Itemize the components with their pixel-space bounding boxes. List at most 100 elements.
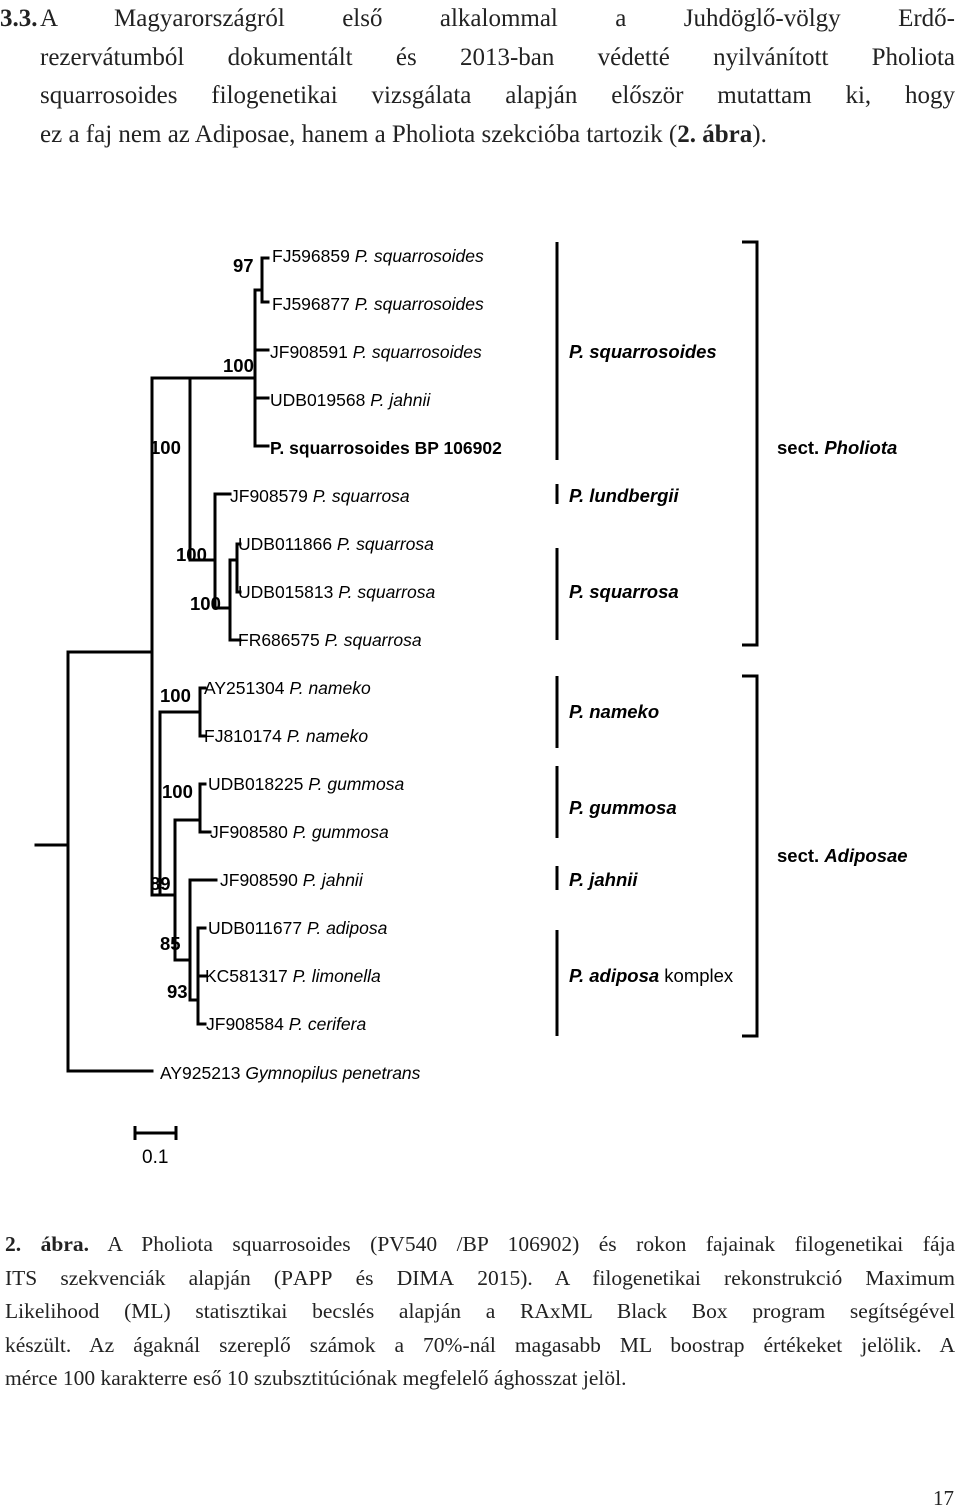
taxon-label: UDB011866 P. squarrosa xyxy=(238,534,434,554)
taxon-accession: JF908579 xyxy=(230,486,313,506)
bootstrap-value: 97 xyxy=(233,255,254,276)
bootstrap-value: 85 xyxy=(160,933,181,954)
section-label: sect. Pholiota xyxy=(777,437,897,458)
group-label: P. adiposa komplex xyxy=(569,965,734,986)
section-number: 3.3. xyxy=(0,5,38,32)
taxon-label: JF908591 P. squarrosoides xyxy=(270,342,482,362)
taxon-label: UDB018225 P. gummosa xyxy=(208,774,404,794)
taxon-accession: FJ596877 xyxy=(272,294,355,314)
taxon-species: P. squarrosa xyxy=(325,630,422,650)
taxon-species: P. gummosa xyxy=(293,822,389,842)
section-bracket-adiposae xyxy=(742,674,759,1038)
section-label: sect. Adiposae xyxy=(777,845,908,866)
group-name: P. jahnii xyxy=(569,869,638,890)
group-label: P. gummosa xyxy=(569,797,677,818)
caption-line-2-a: ITS szekvenciák alapján (P xyxy=(5,1265,293,1290)
paragraph-line-2: rezervátumból dokumentált és 2013-ban vé… xyxy=(40,43,955,71)
group-labels: P. squarrosoides P. lundbergii P. squarros… xyxy=(569,341,908,986)
caption-line-3: Likelihood (ML) statisztikai becslés ala… xyxy=(5,1299,955,1323)
taxon-species: P. squarrosa xyxy=(338,582,435,602)
taxon-label: UDB015813 P. squarrosa xyxy=(238,582,435,602)
group-name: P. squarrosa xyxy=(569,581,679,602)
group-name: P. adiposa xyxy=(569,965,659,986)
caption-line-2-c: és D xyxy=(332,1265,413,1290)
taxon-label: UDB011677 P. adiposa xyxy=(208,918,388,938)
taxon-label: KC581317 P. limonella xyxy=(205,966,381,986)
caption-line-2-d: IMA xyxy=(412,1265,455,1290)
taxon-accession: FJ596859 xyxy=(272,246,355,266)
taxon-accession: UDB019568 xyxy=(270,390,370,410)
bootstrap-value: 93 xyxy=(167,981,188,1002)
bootstrap-value: 100 xyxy=(150,437,181,458)
group-label: P. lundbergii xyxy=(569,485,680,506)
group-name: P. gummosa xyxy=(569,797,677,818)
bootstrap-value: 100 xyxy=(162,781,193,802)
taxon-label: JF908584 P. cerifera xyxy=(206,1014,366,1034)
group-label: P. squarrosoides xyxy=(569,341,717,362)
taxon-accession: UDB015813 xyxy=(238,582,338,602)
taxon-accession: FJ810174 xyxy=(204,726,287,746)
taxon-label: JF908579 P. squarrosa xyxy=(230,486,410,506)
section-name: Adiposae xyxy=(823,845,907,866)
taxon-accession: FR686575 xyxy=(238,630,325,650)
tree-branches xyxy=(34,256,270,1073)
taxon-accession: JF908580 xyxy=(210,822,293,842)
taxon-species: P. gummosa xyxy=(308,774,404,794)
paragraph-line-3: squarrosoides filogenetikai vizsgálata a… xyxy=(40,82,955,109)
taxon-label: AY925213 Gymnopilus penetrans xyxy=(160,1063,421,1083)
caption-line-1: 2. ábra. A Pholiota squarrosoides (PV540… xyxy=(5,1228,955,1262)
figure-reference: 2. ábra xyxy=(677,120,753,148)
taxon-species: P. cerifera xyxy=(289,1014,367,1034)
figure-caption: 2. ábra. A Pholiota squarrosoides (PV540… xyxy=(5,1228,955,1396)
taxon-accession: JF908584 xyxy=(206,1014,289,1034)
group-label: P. nameko xyxy=(569,701,659,722)
paragraph-line-4: ez a faj nem az Adiposae, hanem a Pholio… xyxy=(40,116,955,155)
taxon-species: P. jahnii xyxy=(303,870,364,890)
paragraph-line-4-end: ). xyxy=(752,120,767,148)
section-bracket-pholiota xyxy=(742,240,759,647)
taxon-label: UDB019568 P. jahnii xyxy=(270,390,431,410)
taxon-label: JF908590 P. jahnii xyxy=(220,870,364,890)
taxon-label: FJ596877 P. squarrosoides xyxy=(272,294,484,314)
taxon-label: P. squarrosoides BP 106902 xyxy=(270,438,502,458)
paragraph-line-4-text: ez a faj nem az Adiposae, hanem a Pholio… xyxy=(40,120,678,148)
group-label: P. jahnii xyxy=(569,869,638,890)
taxon-species: P. squarrosoides xyxy=(355,246,484,266)
taxon-species: P. squarrosa xyxy=(313,486,410,506)
caption-label: 2. ábra. xyxy=(5,1232,90,1256)
taxon-species: P. squarrosoides xyxy=(355,294,484,314)
taxon-species: P. jahnii xyxy=(370,390,431,410)
caption-line-1-text: A Pholiota squarrosoides (PV540 /BP 1069… xyxy=(107,1232,956,1256)
taxon-accession: UDB011866 xyxy=(238,534,337,554)
taxon-label: FJ596859 P. squarrosoides xyxy=(272,246,484,266)
taxon-species: Gymnopilus penetrans xyxy=(245,1063,420,1083)
taxon-accession: JF908590 xyxy=(220,870,303,890)
bootstrap-value: 89 xyxy=(150,873,171,894)
taxon-label: AY251304 P. nameko xyxy=(204,678,371,698)
caption-line-2-b: APP xyxy=(293,1265,333,1290)
intro-paragraph: 3.3. A Magyarországról első alkalommal a… xyxy=(0,0,955,155)
taxon-species: P. nameko xyxy=(289,678,371,698)
taxon-species: P. limonella xyxy=(293,966,381,986)
section-prefix: sect. xyxy=(777,437,824,458)
page-number: 17 xyxy=(933,1486,954,1510)
group-label: P. squarrosa xyxy=(569,581,679,602)
section-prefix: sect. xyxy=(777,845,824,866)
taxon-accession: AY251304 xyxy=(204,678,289,698)
taxon-accession: AY925213 xyxy=(160,1063,245,1083)
bootstrap-value: 100 xyxy=(176,544,207,565)
caption-line-5: mérce 100 karakterre eső 10 szubsztitúci… xyxy=(5,1366,627,1390)
bootstrap-value: 100 xyxy=(190,593,221,614)
scale-bar-label: 0.1 xyxy=(142,1147,168,1168)
scale-bar: 0.1 xyxy=(133,1126,178,1168)
taxon-label: JF908580 P. gummosa xyxy=(210,822,389,842)
group-suffix: komplex xyxy=(659,965,734,986)
taxon-accession: KC581317 xyxy=(205,966,293,986)
group-brackets xyxy=(555,240,759,1038)
taxon-label: FR686575 P. squarrosa xyxy=(238,630,422,650)
taxon-accession: UDB018225 xyxy=(208,774,308,794)
bootstrap-value: 100 xyxy=(223,355,254,376)
